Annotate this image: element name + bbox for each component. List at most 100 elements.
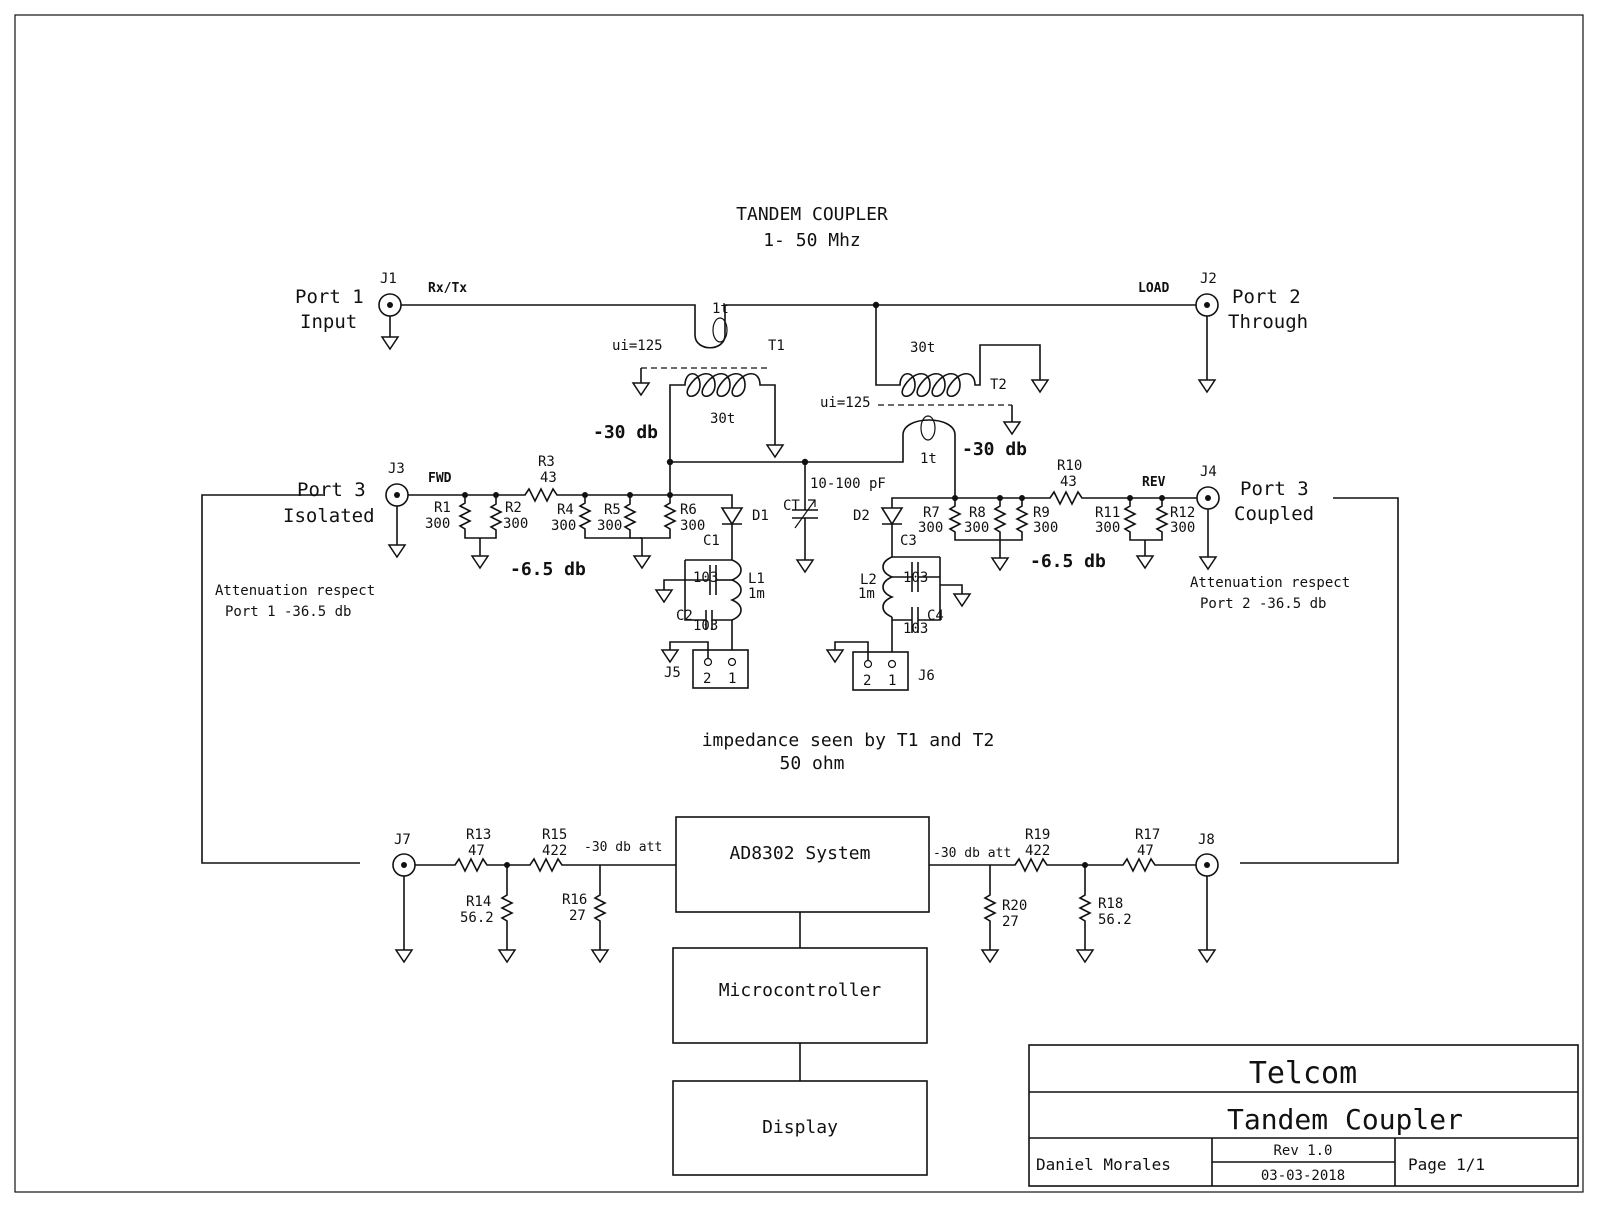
r18-ref: R18: [1098, 896, 1123, 912]
port-1-connector: [378, 293, 402, 350]
impedance-note-2: 50 ohm: [779, 753, 844, 774]
diode-d1: [670, 494, 744, 560]
c4-ref: C4: [927, 608, 944, 624]
t2-permeability: ui=125: [820, 395, 871, 411]
l2-ref: L2: [860, 572, 877, 588]
attenuation-level-right: -6.5 db: [1030, 551, 1106, 572]
t1-primary-turns: 1t: [712, 301, 729, 317]
title-block: [1028, 1044, 1579, 1187]
t2-secondary-turns: 1t: [920, 451, 937, 467]
coupling-level-left: -30 db: [593, 422, 658, 443]
title-block-author: Daniel Morales: [1036, 1155, 1171, 1174]
r15-value: 422: [542, 843, 567, 859]
microcontroller-label: Microcontroller: [719, 980, 882, 1001]
coax-left-route: [201, 494, 360, 864]
j6-pin1: 1: [888, 673, 896, 689]
port-2-desc: Through: [1228, 311, 1308, 333]
r12-ref: R12: [1170, 505, 1195, 521]
filter-network-left: [655, 559, 742, 650]
j6-pin2: 2: [863, 673, 871, 689]
r11-ref: R11: [1095, 505, 1120, 521]
t2-secondary-loop: [670, 419, 956, 498]
coupling-level-right: -30 db: [962, 439, 1027, 460]
trimmer-capacitor-ct: [792, 462, 818, 573]
l2-value: 1m: [858, 586, 875, 602]
resistor-pair-r4-r5: [578, 492, 651, 569]
rx-tx-net-label: Rx/Tx: [428, 281, 467, 296]
title-block-company: Telcom: [1249, 1056, 1357, 1091]
j4-ref: J4: [1200, 464, 1217, 480]
r12-value: 300: [1170, 520, 1195, 536]
c1-value: 103: [693, 570, 718, 586]
ct-ref: CT: [783, 498, 800, 514]
port-1-desc: Input: [300, 311, 357, 333]
attenuation-note-right-1: Attenuation respect: [1190, 575, 1350, 591]
diagram-title: TANDEM COUPLER: [736, 204, 888, 225]
resistor-r16: [593, 865, 607, 950]
r5-value: 300: [597, 518, 622, 534]
title-block-page: Page 1/1: [1408, 1155, 1485, 1174]
t2-ref: T2: [990, 377, 1007, 393]
port-3-isolated-name: Port 3: [297, 479, 366, 501]
r8-ref: R8: [969, 505, 986, 521]
load-net-label: LOAD: [1138, 281, 1169, 296]
display-label: Display: [762, 1117, 838, 1138]
j2-ref: J2: [1200, 271, 1217, 287]
r14-ref: R14: [466, 894, 491, 910]
r19-value: 422: [1025, 843, 1050, 859]
fwd-net-label: FWD: [428, 471, 452, 486]
drawing-border: [14, 14, 1584, 1193]
r7-value: 300: [918, 520, 943, 536]
connector-j5: [661, 641, 749, 689]
resistor-r14: [500, 865, 514, 950]
main-through-line: [401, 304, 1196, 349]
coax-right-route: [1240, 497, 1399, 864]
r18-value: 56.2: [1098, 912, 1132, 928]
ad8302-block: [675, 816, 930, 913]
j5-pin2: 2: [703, 671, 711, 687]
r7-ref: R7: [923, 505, 940, 521]
j7-ref: J7: [394, 832, 411, 848]
t1-permeability: ui=125: [612, 338, 663, 354]
ct-value: 10-100 pF: [810, 476, 886, 492]
port-3-coupled-connector: [1196, 486, 1220, 570]
r15-ref: R15: [542, 827, 567, 843]
title-block-title: Tandem Coupler: [1227, 1103, 1463, 1136]
r1-ref: R1: [434, 500, 451, 516]
c1-ref: C1: [703, 533, 720, 549]
r8-value: 300: [964, 520, 989, 536]
d2-ref: D2: [853, 508, 870, 524]
port-2-connector: [1195, 293, 1219, 393]
r10-ref: R10: [1057, 458, 1082, 474]
c3-value: 103: [903, 570, 928, 586]
resistor-pair-r1-r2: [458, 492, 503, 569]
r11-value: 300: [1095, 520, 1120, 536]
attenuation-note-right-2: Port 2 -36.5 db: [1200, 596, 1326, 612]
r9-ref: R9: [1033, 505, 1050, 521]
diode-d2: [880, 497, 955, 557]
r17-ref: R17: [1135, 827, 1160, 843]
port-2-name: Port 2: [1232, 286, 1301, 308]
r19-ref: R19: [1025, 827, 1050, 843]
r14-value: 56.2: [460, 910, 494, 926]
c3-ref: C3: [900, 533, 917, 549]
filter-network-right: [882, 556, 971, 652]
r3-ref: R3: [538, 454, 555, 470]
r2-ref: R2: [505, 500, 522, 516]
resistor-r6: [640, 492, 677, 539]
l1-ref: L1: [748, 571, 765, 587]
port-3-coupled-desc: Coupled: [1234, 503, 1314, 525]
t2-secondary-loop-turn: [920, 415, 936, 441]
resistor-pair-r8-r9: [991, 495, 1029, 571]
r9-value: 300: [1033, 520, 1058, 536]
diagram-subtitle: 1- 50 Mhz: [763, 230, 861, 251]
attenuation-level-left: -6.5 db: [510, 559, 586, 580]
t1-primary-loop: [712, 317, 728, 343]
d1-ref: D1: [752, 508, 769, 524]
r5-ref: R5: [604, 502, 621, 518]
r13-ref: R13: [466, 827, 491, 843]
port-3-isolated-connector: [385, 483, 409, 558]
r13-value: 47: [468, 843, 485, 859]
attenuation-note-left-2: Port 1 -36.5 db: [225, 604, 351, 620]
r4-value: 300: [551, 518, 576, 534]
